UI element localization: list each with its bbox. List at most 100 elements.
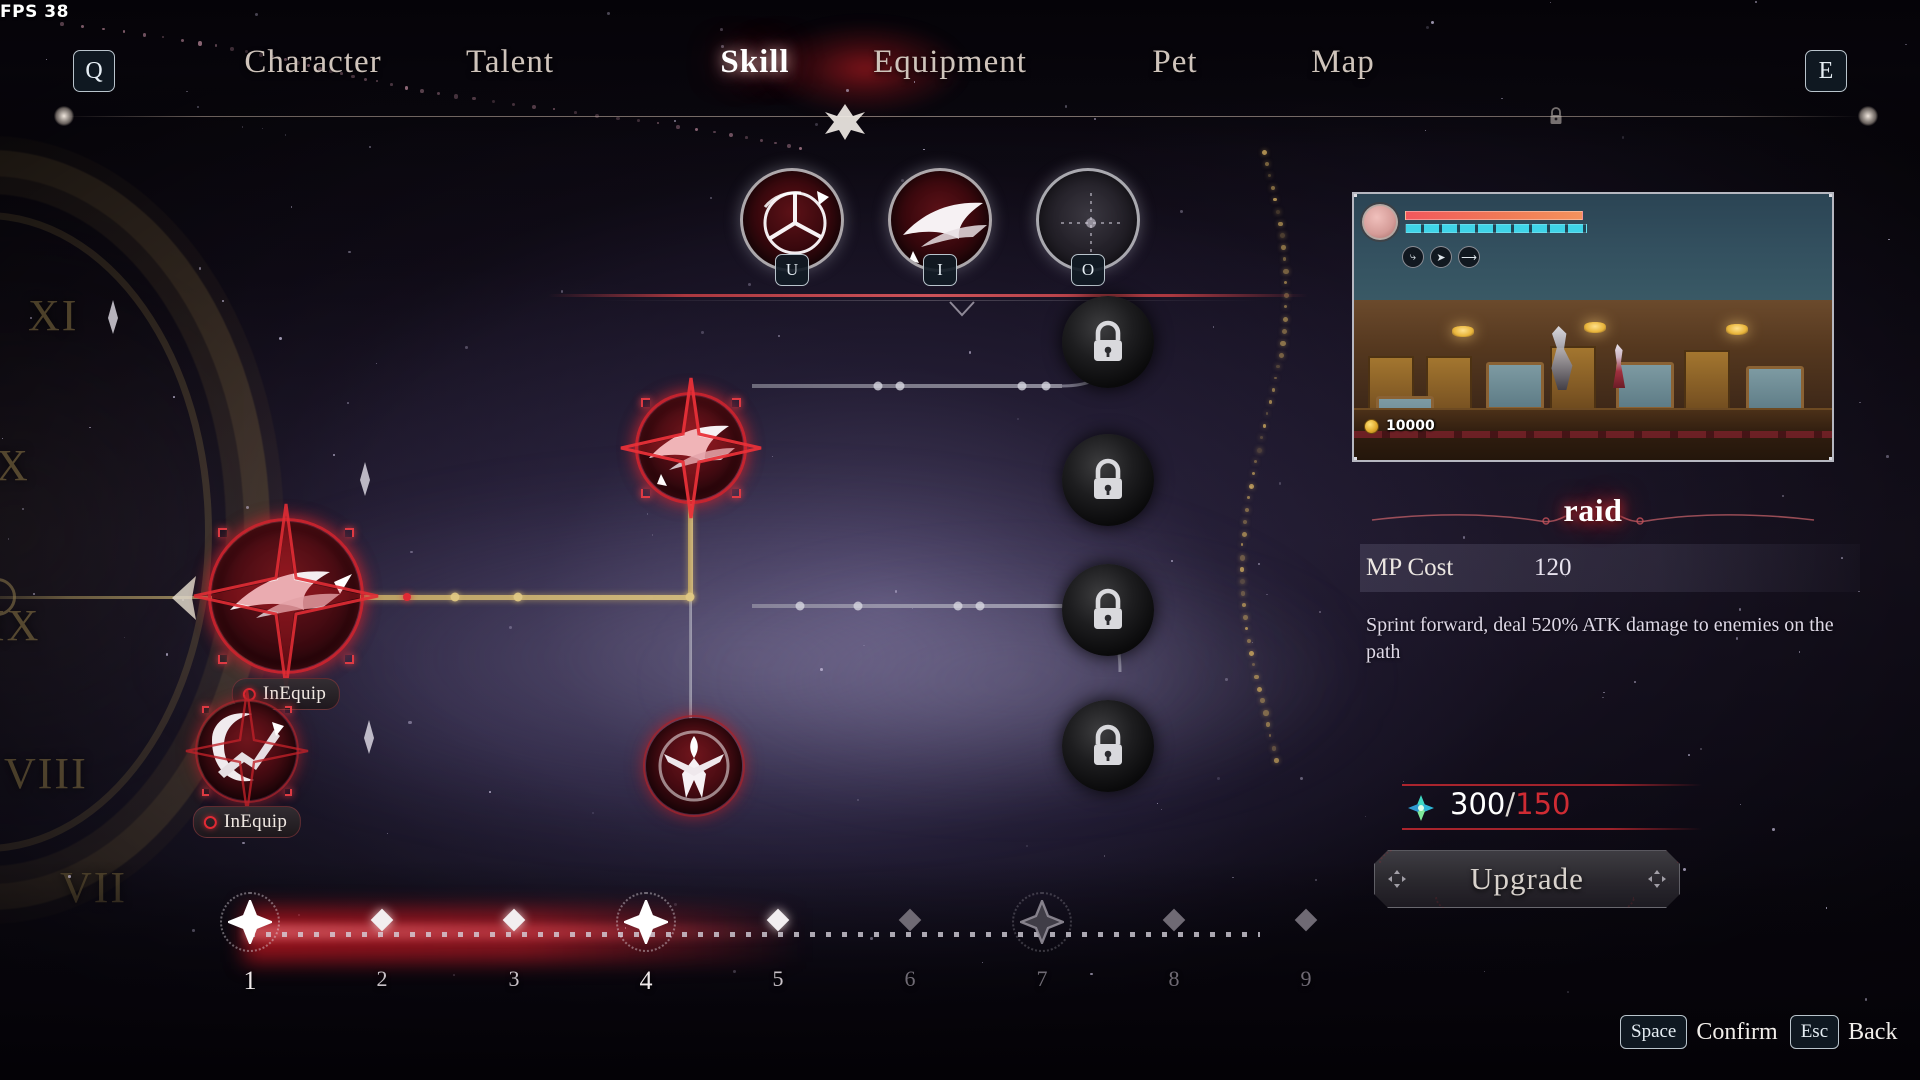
- star-particle: [1798, 651, 1801, 653]
- star-particle: [1567, 991, 1569, 993]
- dust-particle: [390, 83, 393, 86]
- inequip-label: InEquip: [223, 811, 288, 832]
- equipped-slot-key-u[interactable]: U: [775, 254, 809, 286]
- tab-talent[interactable]: Talent: [466, 44, 554, 80]
- equipped-slot-key-i[interactable]: I: [923, 254, 957, 286]
- skill-node-root[interactable]: InEquip: [193, 503, 379, 710]
- star-particle: [814, 122, 818, 126]
- skill-name: raid: [1563, 491, 1623, 528]
- equipped-slot-o[interactable]: O: [1036, 168, 1140, 286]
- equipped-slot-i[interactable]: I: [888, 168, 992, 286]
- star-particle: [488, 791, 491, 793]
- connector-junction: [685, 592, 695, 602]
- star-particle: [721, 45, 724, 49]
- upgrade-button[interactable]: Upgrade: [1374, 850, 1680, 908]
- skill-node-locked-2[interactable]: [1062, 434, 1154, 526]
- dust-particle: [1240, 591, 1246, 596]
- dust-particle: [404, 86, 409, 90]
- tab-map[interactable]: Map: [1311, 44, 1375, 80]
- star-particle: [197, 105, 200, 108]
- dust-particle: [553, 108, 556, 111]
- skill-node-locked-1[interactable]: [1062, 296, 1154, 388]
- cost-divider-top: [1402, 784, 1702, 786]
- next-tab-key-e[interactable]: E: [1805, 50, 1847, 92]
- star-particle: [255, 12, 259, 16]
- equipped-slot-u[interactable]: U: [740, 168, 844, 286]
- star-particle: [1888, 239, 1890, 241]
- tab-equipment[interactable]: Equipment: [873, 44, 1027, 80]
- dust-particle: [759, 138, 764, 143]
- fps-value: 38: [44, 2, 69, 22]
- dust-particle: [420, 88, 424, 93]
- star-particle: [606, 12, 610, 15]
- tab-character[interactable]: Character: [244, 44, 382, 80]
- star-particle: [870, 936, 874, 940]
- star-particle: [913, 81, 916, 83]
- star-particle: [1065, 105, 1068, 108]
- fps-counter: FPS 38: [0, 2, 69, 22]
- tab-skill[interactable]: Skill: [720, 44, 790, 80]
- dust-particle: [472, 97, 476, 101]
- connector-bead: [513, 592, 523, 602]
- star-particle: [1161, 808, 1163, 810]
- active-tab-marker-icon: [823, 100, 867, 140]
- star-particle: [1826, 907, 1828, 909]
- skill-node-branch-top-selected[interactable]: [620, 377, 762, 519]
- star-particle: [1402, 780, 1404, 782]
- preview-skill-icons: ⤷ ➤ ⟶: [1402, 246, 1480, 268]
- map-lock-icon: [1548, 106, 1564, 126]
- dust-particle: [1264, 161, 1270, 167]
- skill-node-second[interactable]: InEquip: [185, 689, 309, 838]
- dust-particle: [283, 58, 287, 62]
- equipped-slot-key-o[interactable]: O: [1071, 254, 1105, 286]
- star-particle: [199, 267, 202, 270]
- top-navigation-bar: FPS 38 Q E Character Talent Skill Equipment…: [0, 0, 1920, 140]
- dust-particle: [1283, 305, 1287, 309]
- skill-node-branch-bottom[interactable]: [643, 715, 745, 817]
- star-particle: [1634, 681, 1636, 684]
- star-particle: [1687, 754, 1690, 756]
- level-tick-ring: [220, 892, 280, 952]
- skill-stat-row: MP Cost 120: [1360, 544, 1860, 592]
- level-milestone-star-icon: [228, 900, 272, 944]
- skill-node-locked-3[interactable]: [1062, 564, 1154, 656]
- preview-hud: [1362, 204, 1587, 240]
- star-particle: [1781, 494, 1785, 497]
- dust-particle: [339, 72, 343, 75]
- star-particle: [464, 345, 468, 349]
- star-particle: [1252, 641, 1254, 643]
- star-particle: [123, 637, 125, 639]
- pierce-icon: ⟶: [1458, 246, 1480, 268]
- skill-node-locked-4[interactable]: [1062, 700, 1154, 792]
- level-tick-label: 4: [639, 966, 653, 995]
- level-tick-diamond: [1294, 908, 1318, 932]
- star-particle: [347, 402, 349, 405]
- star-particle: [1156, 803, 1158, 805]
- level-tick-label: 3: [508, 966, 520, 991]
- star-particle: [1364, 815, 1367, 818]
- gold-amount: 10000: [1386, 418, 1435, 434]
- prev-tab-key-q[interactable]: Q: [73, 50, 115, 92]
- star-particle: [191, 928, 195, 932]
- tab-pet[interactable]: Pet: [1152, 44, 1198, 80]
- preview-mp-bar: [1405, 224, 1587, 233]
- dust-particle: [1241, 531, 1248, 538]
- hint-key-esc[interactable]: Esc: [1789, 1015, 1840, 1049]
- dust-particle: [1243, 519, 1248, 524]
- star-particle: [1094, 118, 1097, 121]
- active-tab-glow: [735, 0, 995, 118]
- star-particle: [968, 351, 971, 354]
- dust-particle: [1243, 615, 1248, 620]
- star-particle: [348, 250, 351, 254]
- level-tick-label: 7: [1036, 966, 1048, 991]
- star-particle: [1735, 637, 1738, 640]
- upgrade-dotted-arc-top: [1379, 829, 1679, 863]
- star-particle: [1319, 610, 1322, 614]
- star-particle: [674, 903, 678, 907]
- dust-particle: [1274, 376, 1277, 380]
- star-particle: [386, 833, 389, 835]
- star-particle: [560, 289, 564, 293]
- hint-key-space[interactable]: Space: [1620, 1015, 1688, 1049]
- dust-particle: [1262, 710, 1269, 716]
